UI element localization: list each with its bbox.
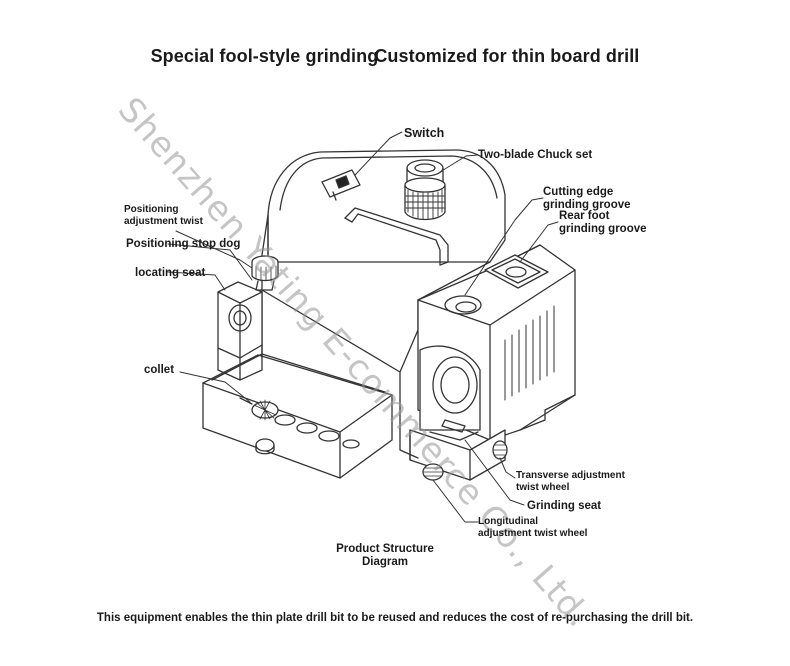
label-stop-dog: Positioning stop dog (126, 238, 241, 250)
label-longitudinal-2: adjustment twist wheel (478, 528, 588, 539)
page-title: Special fool-style grindingCustomized fo… (0, 46, 790, 67)
label-positioning-twist-2: adjustment twist (124, 216, 203, 227)
positioning-knob (251, 255, 279, 291)
transverse-wheel (492, 440, 508, 460)
label-switch: Switch (404, 126, 445, 140)
label-grinding-seat: Grinding seat (527, 500, 602, 512)
label-transverse-1: Transverse adjustment (516, 470, 625, 481)
label-rear-foot-1: Rear foot (559, 210, 610, 222)
label-transverse-2: twist wheel (516, 482, 570, 493)
label-collet: collet (144, 364, 175, 376)
label-cutting-edge-2: grinding groove (543, 199, 631, 211)
diagram-title: Product Structure Diagram (330, 543, 440, 569)
title-part-1: Special fool-style grinding (150, 46, 379, 66)
base (399, 394, 576, 459)
locating-seat (217, 281, 263, 381)
diagram-title-line-2: Diagram (361, 556, 409, 568)
main-housing (261, 149, 506, 401)
drawer (202, 344, 393, 479)
label-locating-seat: locating seat (135, 267, 206, 279)
leader-lines (167, 131, 559, 523)
label-longitudinal-1: Longitudinal (478, 516, 538, 527)
label-chuck-set: Two-blade Chuck set (478, 149, 593, 161)
chuck-set (404, 159, 446, 221)
caption: This equipment enables the thin plate dr… (96, 612, 694, 624)
label-rear-foot-2: grinding groove (559, 223, 647, 235)
label-cutting-edge-1: Cutting edge (543, 186, 614, 198)
title-part-2: Customized for thin board drill (374, 46, 640, 66)
label-positioning-twist-1: Positioning (124, 204, 179, 215)
carry-handle (344, 207, 449, 266)
power-switch (321, 169, 361, 201)
diagram-title-line-1: Product Structure (336, 543, 434, 555)
